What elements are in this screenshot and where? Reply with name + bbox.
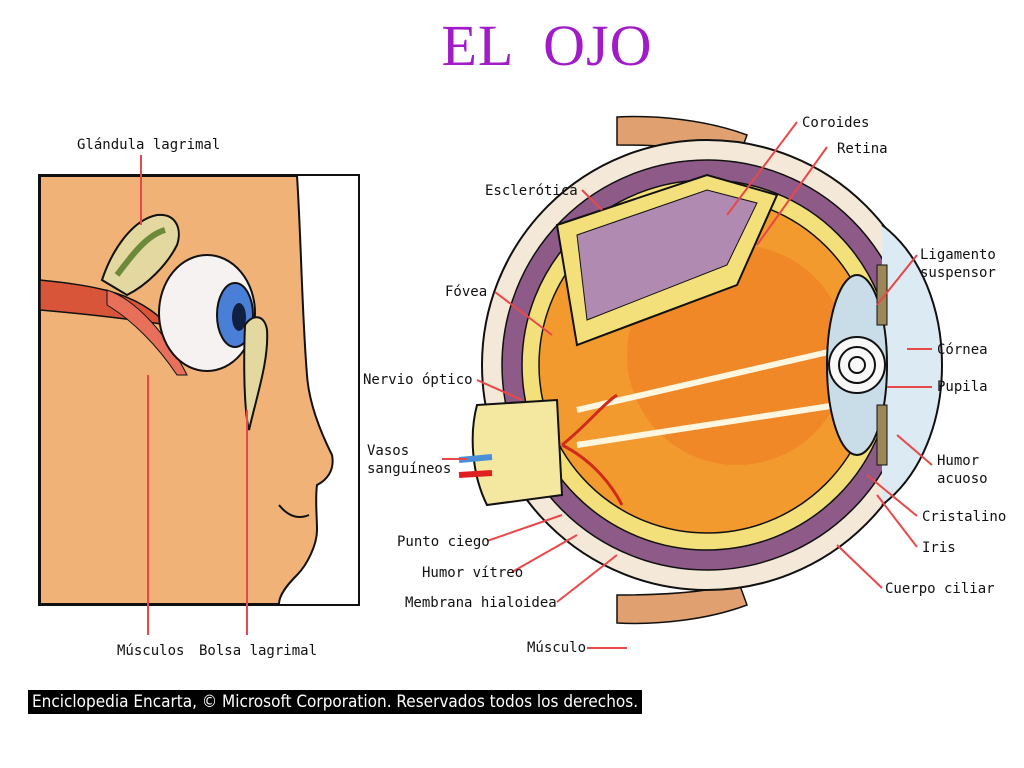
leader-blind-spot xyxy=(486,514,563,542)
nostril-line xyxy=(278,504,310,518)
page-title: EL OJO xyxy=(441,13,653,78)
label-fovea: Fóvea xyxy=(445,284,487,300)
label-aqueous-humor-1: Humor xyxy=(937,453,979,469)
eye-cross-section-figure: Coroides Retina Esclerótica Ligamento su… xyxy=(363,115,1006,656)
leader-fovea xyxy=(494,291,553,336)
label-lacrimal-sac: Bolsa lagrimal xyxy=(199,643,317,659)
label-cornea: Córnea xyxy=(937,342,988,358)
label-iris: Iris xyxy=(922,540,956,556)
eye-muscle-lower xyxy=(106,289,188,376)
leader-aqueous-humor xyxy=(896,434,933,466)
lacrimal-sac-shape xyxy=(243,316,269,431)
face-skin xyxy=(39,175,334,605)
label-lacrimal-gland: Glándula lagrimal xyxy=(77,137,220,153)
leader-sclera xyxy=(581,189,603,211)
iris-lower-shape xyxy=(876,404,888,466)
diagram-panel: Glándula lagrimal Músculos Bolsa lagrima… xyxy=(17,75,1007,725)
label-crystalline-lens: Cristalino xyxy=(922,509,1006,525)
label-suspensory-ligament-1: Ligamento xyxy=(920,247,996,263)
label-choroid: Coroides xyxy=(802,115,869,131)
lens-rings xyxy=(828,336,886,394)
leader-choroid xyxy=(726,121,798,216)
label-muscle: Músculo xyxy=(527,640,586,656)
label-pupil: Pupila xyxy=(937,379,988,395)
label-blood-vessels-1: Vasos xyxy=(367,443,409,459)
label-vitreous-humor: Humor vítreo xyxy=(422,565,523,581)
label-ciliary-body: Cuerpo ciliar xyxy=(885,581,995,597)
pupil-side-view xyxy=(232,303,246,331)
label-suspensory-ligament-2: suspensor xyxy=(920,265,996,281)
hyaloid-canal-upper xyxy=(576,347,838,413)
leader-vitreous-humor xyxy=(511,534,578,573)
leader-iris xyxy=(876,494,918,548)
hyaloid-canal-lower xyxy=(576,402,838,448)
leader-crystalline-lens xyxy=(866,474,918,517)
label-blood-vessels-2: sanguíneos xyxy=(367,461,451,477)
label-blind-spot: Punto ciego xyxy=(397,534,490,550)
label-aqueous-humor-2: acuoso xyxy=(937,471,988,487)
label-hyaloid-membrane: Membrana hialoidea xyxy=(405,595,557,611)
leader-optic-nerve xyxy=(476,379,523,401)
leader-suspensory-ligament xyxy=(876,254,918,306)
blood-vessel-red xyxy=(458,470,493,478)
retinal-vessels xyxy=(561,393,624,506)
leader-hyaloid-membrane xyxy=(556,554,618,603)
eye-anatomy-diagram: Glándula lagrimal Músculos Bolsa lagrima… xyxy=(38,115,1006,659)
iris-upper-shape xyxy=(876,264,888,326)
lacrimal-gland-shade xyxy=(114,227,166,277)
optic-nerve-shape xyxy=(471,398,564,507)
cornea-shape xyxy=(881,224,943,506)
label-muscles: Músculos xyxy=(117,643,184,659)
label-retina: Retina xyxy=(837,141,888,157)
leader-ciliary-body xyxy=(836,544,883,589)
copyright-credit: Enciclopedia Encarta, © Microsoft Corpor… xyxy=(28,690,643,714)
head-profile-figure: Glándula lagrimal Músculos Bolsa lagrima… xyxy=(38,137,360,659)
leader-retina xyxy=(756,146,828,246)
label-sclera: Esclerótica xyxy=(485,183,578,199)
label-optic-nerve: Nervio óptico xyxy=(363,372,473,388)
cutaway-choroid-view xyxy=(576,189,758,321)
